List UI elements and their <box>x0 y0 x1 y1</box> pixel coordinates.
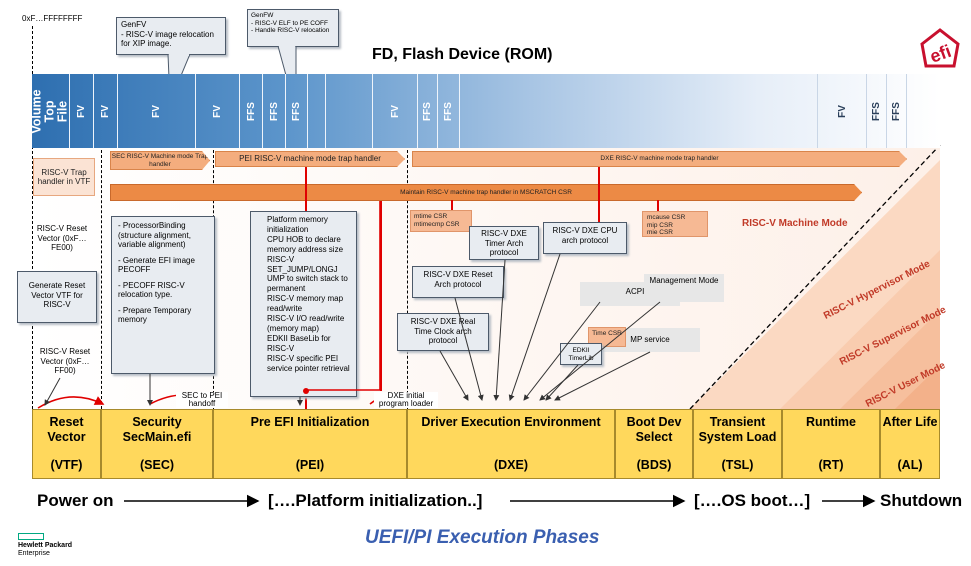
trap-handler-pei: PEI RISC-V machine mode trap handler <box>215 151 405 167</box>
phase-name: Runtime <box>806 415 856 429</box>
phase-abbr: (RT) <box>818 458 844 472</box>
red-connector <box>451 200 453 210</box>
flash-cell-fv: FV <box>196 74 240 148</box>
flash-cell-fv: FV <box>94 74 118 148</box>
timeline-platform-init: [….Platform initialization..] <box>268 491 483 510</box>
timeline-shutdown: Shutdown <box>880 491 963 510</box>
timerlib-box: EDKII TimerLib <box>560 343 602 365</box>
boundary-line-vtf <box>32 26 33 409</box>
red-connector <box>657 200 659 212</box>
phase-rt: Runtime (RT) <box>782 409 880 479</box>
phase-pei: Pre EFI Initialization (PEI) <box>213 409 407 479</box>
reset-vector-bottom-label: RISC-V Reset Vector (0xF…FF00) <box>39 347 91 375</box>
timeline-os-boot: [….OS boot…] <box>694 491 811 510</box>
red-connector <box>598 167 600 223</box>
phase-name: After Life <box>882 415 938 429</box>
top-address: 0xF…FFFFFFFF <box>22 14 83 23</box>
sec-note-item: - ProcessorBinding (structure alignment,… <box>118 221 191 249</box>
company-name: Hewlett Packard Enterprise <box>18 542 72 558</box>
phase-name: Security SecMain.efi <box>122 415 192 444</box>
phase-name: Driver Execution Environment <box>421 415 601 429</box>
phase-tsl: Transient System Load (TSL) <box>693 409 782 479</box>
company-line1: Hewlett Packard <box>18 542 73 549</box>
machine-mode-label: RISC-V Machine Mode <box>742 218 848 229</box>
phase-name: Pre EFI Initialization <box>250 415 370 429</box>
flash-title: FD, Flash Device (ROM) <box>372 46 553 63</box>
boundary-line-sec <box>101 150 102 409</box>
phase-sec: Security SecMain.efi (SEC) <box>101 409 213 479</box>
phase-abbr: (BDS) <box>636 458 672 472</box>
sec-note-item: - PECOFF RISC-V relocation type. <box>118 280 185 300</box>
dxe-loader-label: DXE initial program loader <box>374 392 438 408</box>
flash-cell-ffs: FFS <box>418 74 438 148</box>
phase-name: Boot Dev Select <box>626 415 682 444</box>
company-line2: Enterprise <box>18 550 50 557</box>
sec-note-item: - Generate EFI image PECOFF <box>118 255 195 275</box>
phase-dxe: Driver Execution Environment (DXE) <box>407 409 615 479</box>
reset-vector-top-label: RISC-V Reset Vector (0xF…FE00) <box>36 224 88 252</box>
trap-handler-vtf-box: RISC-V Trap handler in VTF <box>33 158 95 196</box>
red-connector <box>380 201 382 391</box>
cpu-arch-protocol: RISC-V DXE CPU arch protocol <box>543 222 627 254</box>
pei-note-item: RISC-V memory map read/write <box>267 294 344 313</box>
phase-al: After Life (AL) <box>880 409 940 479</box>
flash-cell-fv: FV <box>118 74 196 148</box>
pei-notes: Platform memory initialization CPU HOB t… <box>250 211 357 397</box>
management-mode-box: Management Mode <box>644 274 724 302</box>
generate-vtf-note: Generate Reset Vector VTF for RISC-V <box>17 271 97 323</box>
trap-handler-sec: SEC RISC-V Machine mode Trap handler <box>110 151 210 170</box>
flash-cell-ffs: FFS <box>286 74 308 148</box>
pei-note-item: RISC-V I/O read/write (memory map) <box>267 314 345 333</box>
flash-cell-fv: FV <box>817 74 867 148</box>
pei-note-item: EDKII BaseLib for RISC-V <box>267 334 331 353</box>
sec-notes: - ProcessorBinding (structure alignment,… <box>111 216 215 374</box>
phase-abbr: (VTF) <box>50 458 83 472</box>
boundary-line-dxe <box>407 150 408 409</box>
trap-handler-mscratch: Maintain RISC-V machine trap handler in … <box>110 184 862 201</box>
caption: UEFI/PI Execution Phases <box>365 527 600 548</box>
phase-abbr: (SEC) <box>139 458 175 472</box>
flash-cell-volume-top-file: Volume Top File <box>30 74 70 148</box>
flash-cell-fv: FV <box>70 74 94 148</box>
uefi-logo-icon: efi <box>920 28 960 68</box>
flash-cell-ffs: FFS <box>887 74 907 148</box>
phase-vtf: Reset Vector (VTF) <box>32 409 101 479</box>
reset-arch-protocol: RISC-V DXE Reset Arch protocol <box>412 266 504 298</box>
phase-abbr: (DXE) <box>493 458 529 472</box>
timeline-power-on: Power on <box>37 491 114 510</box>
phase-name: Reset Vector <box>47 415 86 444</box>
flash-cell-ffs: FFS <box>867 74 887 148</box>
pei-note-item: Platform memory initialization <box>267 215 328 234</box>
mcause-csr-box: mcause CSR mip CSR mie CSR <box>642 211 708 237</box>
mtime-csr-box: mtime CSR mtimecmp CSR <box>410 210 472 232</box>
flash-cell-ffs: FFS <box>263 74 286 148</box>
pei-note-item: RISC-V SET_JUMP/LONGJ UMP to switch stac… <box>267 255 348 293</box>
phase-abbr: (AL) <box>897 458 923 472</box>
phase-abbr: (TSL) <box>721 458 754 472</box>
flash-cell-ffs: FFS <box>240 74 263 148</box>
sec-note-item: - Prepare Temporary memory <box>118 305 192 325</box>
phase-abbr: (PEI) <box>295 458 325 472</box>
phase-name: Transient System Load <box>698 415 777 444</box>
trap-handler-dxe: DXE RISC-V machine mode trap handler <box>412 151 907 167</box>
rtc-arch-protocol: RISC-V DXE Real Time Clock arch protocol <box>397 313 489 351</box>
callout-genfv: GenFV - RISC-V image relocation for XIP … <box>116 17 226 55</box>
flash-cell-blank <box>308 74 326 148</box>
hpe-logo-icon <box>18 533 44 540</box>
timer-arch-protocol: RISC-V DXE Timer Arch protocol <box>469 226 539 260</box>
pei-note-item: CPU HOB to declare memory address size <box>267 235 344 254</box>
phase-bds: Boot Dev Select (BDS) <box>615 409 693 479</box>
time-csr-box: Time CSR <box>588 327 626 347</box>
acpi-label: ACPI <box>625 287 645 296</box>
callout-genfw: GenFW - RISC-V ELF to PE COFF - Handle R… <box>247 9 339 47</box>
pei-note-item: RISC-V specific PEI service pointer retr… <box>267 354 350 373</box>
flash-cell-ffs: FFS <box>438 74 460 148</box>
flash-device-band <box>32 74 940 148</box>
sec-to-pei-handoff-label: SEC to PEI handoff <box>176 392 228 408</box>
flash-cell-fv: FV <box>372 74 418 148</box>
